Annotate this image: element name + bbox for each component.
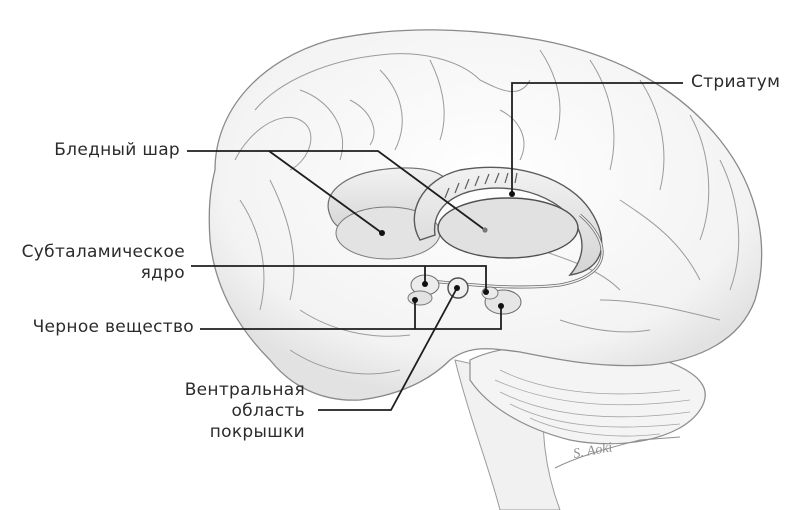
label-vta-line2: область [231,401,305,421]
leader-dots [379,191,515,309]
svg-text:S. Aoki: S. Aoki [572,440,614,462]
label-subthalamic-line2: ядро [140,263,185,283]
leader-substantia-nigra [200,306,502,330]
label-subthalamic-line1: Субталамическое [21,242,185,262]
artist-signature: S. Aoki [554,436,681,469]
leader-subthalamic [191,265,487,292]
label-substantia-nigra: Черное вещество [32,317,194,337]
label-striatum: Стриатум [691,72,781,92]
label-globus-pallidus: Бледный шар [54,140,180,160]
label-vta-line1: Вентральная [184,380,305,400]
cerebellum [469,344,706,445]
leader-vta [318,287,458,411]
leader-globus-pallidus-a [187,150,486,231]
leader-lines [187,82,683,411]
label-subthalamic-nucleus: Субталамическое ядро [22,242,185,284]
leader-striatum [511,82,683,194]
label-vta: Вентральная область покрышки [185,380,305,443]
label-vta-line3: покрышки [209,422,305,442]
leader-globus-pallidus-b [268,150,383,234]
